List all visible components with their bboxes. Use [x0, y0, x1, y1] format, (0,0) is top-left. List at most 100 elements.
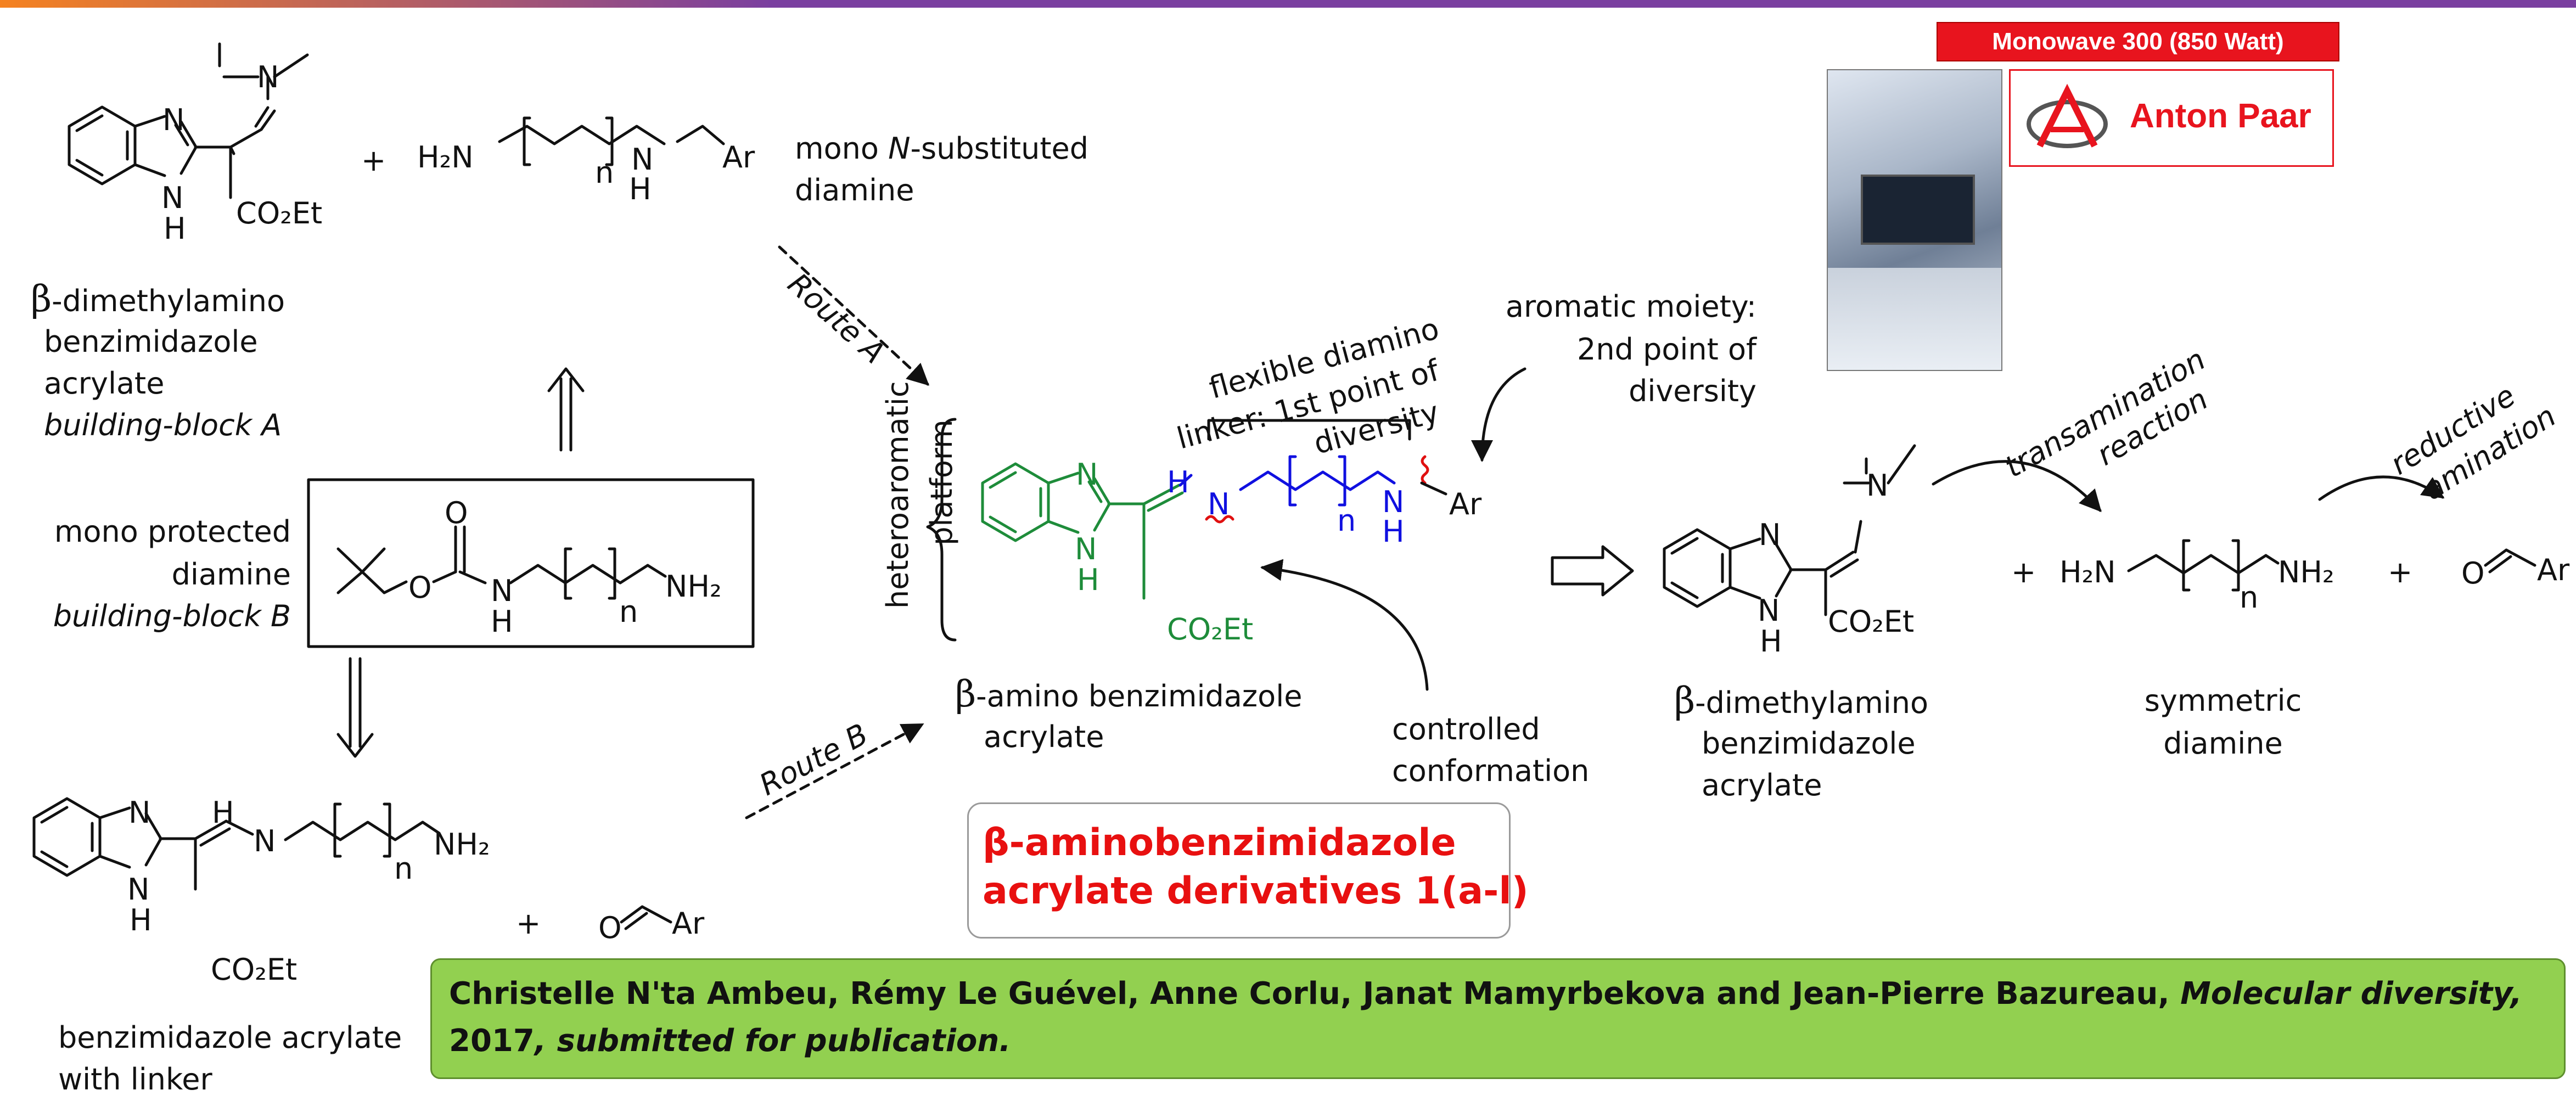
atom-h: H	[1077, 563, 1099, 597]
atom-nme2: N	[1866, 468, 1889, 503]
plus-sign: +	[2011, 555, 2036, 589]
beta-symbol: β	[1674, 679, 1696, 722]
beta-amino-label-2: acrylate	[984, 720, 1104, 754]
group-co2et: CO₂Et	[1828, 604, 1915, 639]
aromatic-label-2: 2nd point of	[1577, 332, 1756, 367]
plus-sign: +	[516, 906, 541, 941]
benz-linker-label-2: with linker	[58, 1062, 212, 1097]
subscript-n: n	[2240, 580, 2259, 615]
compound-a-line-2: benzimidazole	[44, 324, 258, 359]
atom-n: N	[1382, 485, 1405, 519]
route-a-arrow	[778, 245, 929, 386]
dimethyl-right-label-3: acrylate	[1702, 768, 1822, 802]
aromatic-arrow	[1471, 367, 1526, 462]
mono-protected-label-1: mono protected	[54, 514, 291, 549]
citation-journal: Molecular diversity,	[2180, 976, 2522, 1012]
mono-n-substituted-label: mono N-substituted	[795, 131, 1088, 166]
atom-ar: Ar	[2537, 553, 2570, 587]
atom-ar: Ar	[1449, 487, 1482, 521]
heteroaromatic-label-2: platform	[924, 419, 959, 546]
subscript-n: n	[394, 851, 413, 886]
citation-year: 2017	[449, 1023, 535, 1059]
atom-o: O	[598, 911, 622, 945]
product-title: β-aminobenzimidazole acrylate derivative…	[983, 819, 1529, 915]
dimethyl-right-label-2: benzimidazole	[1702, 726, 1916, 761]
compound-a-title: β-dimethylamino	[31, 278, 285, 320]
heteroaromatic-label-1: heteroaromatic	[880, 381, 915, 609]
atom-n: N	[161, 181, 184, 215]
brand-name: Anton Paar	[2130, 97, 2311, 135]
atom-n: N	[1758, 593, 1780, 628]
atom-n: N	[254, 824, 276, 858]
group-nh2: NH₂	[434, 827, 490, 862]
mono-protected-label-3: building-block B	[53, 599, 291, 633]
device-base	[1828, 268, 2001, 370]
plus-sign: +	[2388, 555, 2413, 589]
subscript-n: n	[619, 594, 638, 629]
atom-n: N	[631, 142, 654, 177]
compound-a-structure	[68, 42, 309, 199]
atom-o: O	[408, 570, 432, 605]
aromatic-label-3: diversity	[1629, 374, 1756, 408]
aldehyde-structure-right	[2484, 548, 2536, 574]
building-block-b-frame	[307, 478, 755, 648]
group-h2n: H₂N	[2059, 555, 2116, 589]
mono-n-substituted-label-2: diamine	[795, 173, 914, 207]
atom-h: H	[130, 903, 152, 937]
atom-h: H	[1382, 514, 1405, 549]
group-co2et: CO₂Et	[1167, 612, 1254, 647]
symmetric-label-2: diamine	[2163, 726, 2283, 761]
atom-h: H	[212, 795, 234, 830]
subscript-n: n	[595, 155, 614, 190]
compound-right-structure	[1663, 444, 1916, 616]
atom-o: O	[445, 496, 468, 530]
atom-n: N	[1076, 457, 1098, 492]
atom-n: N	[162, 103, 185, 137]
device-header: Monowave 300 (850 Watt)	[1937, 22, 2339, 61]
benz-linker-label-1: benzimidazole acrylate	[58, 1020, 402, 1055]
group-nh2: NH₂	[665, 569, 722, 604]
beta-symbol: β	[31, 278, 52, 320]
atom-ar: Ar	[722, 140, 755, 175]
atom-nme2: N	[257, 60, 279, 94]
symmetric-label-1: symmetric	[2144, 683, 2302, 718]
retro-open-arrow	[1551, 545, 1634, 597]
atom-n: N	[1075, 532, 1097, 566]
product-highlight-box	[967, 802, 1511, 939]
linker-bracket	[1207, 419, 1411, 441]
group-nh2: NH₂	[2278, 555, 2334, 589]
product-title-line-2: acrylate derivatives 1(a-l)	[983, 869, 1529, 913]
retro-arrow-up	[547, 367, 585, 452]
atom-h: H	[1167, 465, 1189, 499]
anton-paar-logo-icon	[2027, 83, 2108, 148]
atom-n: N	[127, 872, 150, 907]
plus-sign: +	[361, 143, 386, 178]
brand-logo-box	[2009, 69, 2334, 167]
atom-n: N	[1208, 487, 1230, 521]
benzimidazole-linker-structure	[32, 797, 441, 891]
beta-amino-label-1: β-amino benzimidazole	[955, 673, 1303, 715]
compound-a-line-3: acrylate	[44, 366, 165, 401]
mono-protected-label-2: diamine	[171, 557, 291, 592]
atom-h: H	[491, 604, 513, 639]
central-product-structure	[981, 455, 1447, 600]
atom-n: N	[491, 574, 513, 608]
citation-authors: Christelle N'ta Ambeu, Rémy Le Guével, A…	[449, 976, 2181, 1012]
reductive-arrow	[2318, 475, 2445, 501]
group-co2et: CO₂Et	[211, 952, 298, 987]
conformation-arrow	[1260, 559, 1429, 691]
beta-symbol: β	[955, 673, 976, 715]
platform-brace	[926, 418, 957, 642]
retro-arrow-down	[336, 657, 374, 758]
atom-n: N	[128, 795, 151, 830]
controlled-label-2: conformation	[1392, 754, 1590, 788]
aldehyde-structure-left	[620, 905, 672, 930]
device-screen	[1861, 175, 1975, 245]
subscript-n: n	[1337, 503, 1356, 538]
atom-n: N	[1759, 518, 1781, 552]
symmetric-diamine-structure	[2127, 539, 2280, 592]
atom-h: H	[629, 172, 652, 206]
n-substituted-diamine-structure	[498, 116, 725, 166]
group-h2n: H₂N	[417, 140, 474, 175]
